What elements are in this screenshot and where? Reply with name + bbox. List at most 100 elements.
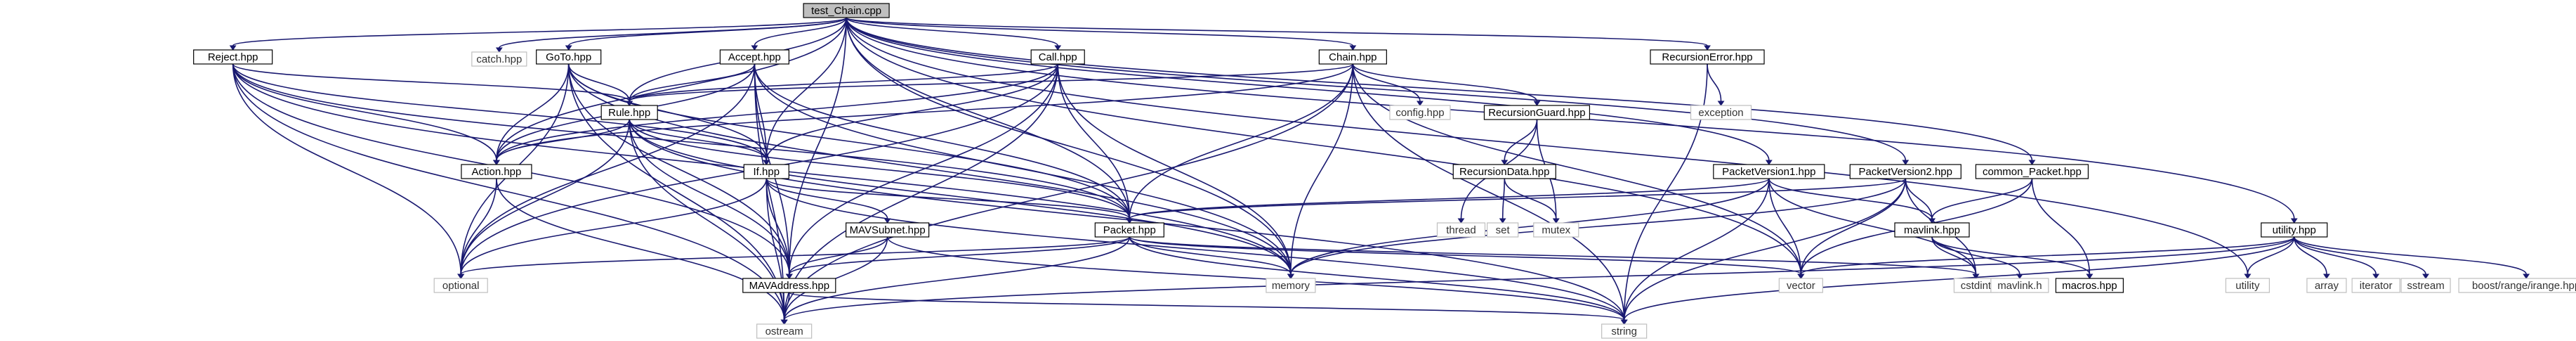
- arrowhead-test_chain-to-utility_hpp: [2290, 218, 2298, 224]
- edge-reject-to-ostream: [232, 63, 785, 321]
- node-recursiondata[interactable]: RecursionData.hpp: [1452, 164, 1556, 179]
- node-box: [1030, 49, 1085, 65]
- edge-mavaddress-to-ostream: [783, 292, 790, 321]
- node-label: RecursionGuard.hpp: [1488, 107, 1585, 119]
- node-mavlink-hpp[interactable]: mavlink.hpp: [1894, 222, 1970, 238]
- node-macros[interactable]: macros.hpp: [2055, 278, 2124, 293]
- node-label: string: [1611, 326, 1637, 337]
- node-ostream: ostream: [756, 323, 813, 339]
- node-box: [1650, 49, 1765, 65]
- node-label: mavlink.h: [1997, 280, 2042, 292]
- node-packetversion2[interactable]: PacketVersion2.hpp: [1849, 164, 1961, 179]
- node-test-chain[interactable]: test_Chain.cpp: [803, 3, 890, 18]
- edge-test_chain-to-mavaddress: [789, 17, 847, 275]
- edge-if-to-string: [765, 178, 1625, 321]
- edge-utility_hpp-to-vector: [1800, 236, 2295, 275]
- arrowhead-test_chain-to-reject: [229, 45, 237, 51]
- node-mavsubnet[interactable]: MAVSubnet.hpp: [846, 222, 930, 238]
- node-label: common_Packet.hpp: [1983, 166, 2082, 178]
- arrowhead-mavlink_hpp-to-cstdint: [1972, 274, 1980, 279]
- node-rule[interactable]: Rule.hpp: [600, 105, 658, 120]
- edge-test_chain-to-common_packet: [846, 17, 2033, 161]
- arrowhead-test_chain-to-call: [1054, 45, 1062, 51]
- edge-rule-to-string: [629, 119, 1625, 321]
- edge-if-to-packet: [765, 178, 1131, 219]
- edge-goto-to-ostream: [567, 63, 785, 321]
- node-box: [2400, 278, 2451, 293]
- node-utility-hpp[interactable]: utility.hpp: [2261, 222, 2328, 238]
- node-label: utility: [2235, 280, 2260, 292]
- edge-packetversion2-to-packet: [1129, 178, 1907, 219]
- edge-reject-to-rule: [232, 63, 630, 102]
- arrowhead-test_chain-to-packetversion2: [1902, 160, 1910, 165]
- node-action[interactable]: Action.hpp: [461, 164, 532, 179]
- arrowhead-test_chain-to-common_packet: [2028, 160, 2036, 165]
- node-recursionerror[interactable]: RecursionError.hpp: [1650, 49, 1765, 65]
- node-label: PacketVersion2.hpp: [1859, 166, 1952, 178]
- node-array: array: [2306, 278, 2347, 293]
- edge-packetversion1-to-vector: [1768, 178, 1802, 275]
- node-mutex: mutex: [1533, 222, 1579, 238]
- node-label: If.hpp: [754, 166, 780, 178]
- node-chain[interactable]: Chain.hpp: [1318, 49, 1387, 65]
- node-label: Packet.hpp: [1103, 224, 1156, 236]
- node-label: thread: [1446, 224, 1476, 236]
- arrowhead-test_chain-to-chain: [1349, 45, 1357, 51]
- node-box: [193, 49, 273, 65]
- edge-rule-to-optional: [460, 119, 630, 275]
- edge-packet-to-memory: [1129, 236, 1292, 275]
- node-packet[interactable]: Packet.hpp: [1094, 222, 1164, 238]
- node-exception: exception: [1690, 105, 1752, 120]
- node-box: [2458, 278, 2576, 293]
- edge-mavlink_hpp-to-mavlink_h: [1931, 236, 2020, 275]
- node-accept[interactable]: Accept.hpp: [719, 49, 789, 65]
- node-common-packet[interactable]: common_Packet.hpp: [1975, 164, 2089, 179]
- node-if[interactable]: If.hpp: [743, 164, 789, 179]
- node-set: set: [1487, 222, 1519, 238]
- node-call[interactable]: Call.hpp: [1030, 49, 1085, 65]
- node-mavlink-h: mavlink.h: [1990, 278, 2049, 293]
- node-packetversion1[interactable]: PacketVersion1.hpp: [1713, 164, 1825, 179]
- edge-packetversion1-to-packet: [1129, 178, 1770, 219]
- node-box: [1975, 164, 2089, 179]
- edge-packet-to-ostream: [783, 236, 1131, 321]
- arrowhead-packetversion2-to-packet: [1126, 218, 1133, 224]
- node-recursionguard[interactable]: RecursionGuard.hpp: [1483, 105, 1591, 120]
- edge-rule-to-mavaddress: [629, 119, 790, 275]
- node-label: RecursionData.hpp: [1459, 166, 1549, 178]
- edge-if-to-mavsubnet: [765, 178, 888, 219]
- node-goto[interactable]: GoTo.hpp: [536, 49, 602, 65]
- node-label: mutex: [1542, 224, 1570, 236]
- node-mavaddress[interactable]: MAVAddress.hpp: [742, 278, 836, 293]
- node-box: [2261, 222, 2328, 238]
- node-box: [433, 278, 488, 293]
- node-box: [461, 164, 532, 179]
- node-box: [1533, 222, 1579, 238]
- edge-test_chain-to-recursionerror: [846, 17, 1708, 46]
- edge-goto-to-memory: [567, 63, 1292, 275]
- node-box: [1452, 164, 1556, 179]
- node-box: [471, 51, 527, 67]
- arrowhead-recursionguard-to-thread: [1457, 218, 1465, 224]
- arrowhead-utility_hpp-to-ostream: [780, 319, 788, 325]
- arrowhead-test_chain-to-packetversion1: [1765, 160, 1773, 165]
- node-box: [1318, 49, 1387, 65]
- node-label: Action.hpp: [471, 166, 521, 178]
- edge-packet-to-mavaddress: [789, 236, 1131, 275]
- node-box: [2225, 278, 2270, 293]
- arrowhead-common_packet-to-mavlink_hpp: [1928, 218, 1936, 224]
- node-label: iterator: [2360, 280, 2393, 292]
- edge-test_chain-to-action: [496, 17, 847, 161]
- node-box: [1266, 278, 1316, 293]
- node-box: [536, 49, 602, 65]
- edge-call-to-memory: [1057, 63, 1292, 275]
- node-reject[interactable]: Reject.hpp: [193, 49, 273, 65]
- node-label: array: [2315, 280, 2339, 292]
- node-boost-range: boost/range/irange.hpp: [2458, 278, 2576, 293]
- edge-chain-to-rule: [629, 63, 1354, 102]
- node-box: [2351, 278, 2400, 293]
- node-label: cstdint: [1961, 280, 1992, 292]
- node-optional: optional: [433, 278, 488, 293]
- node-string: string: [1601, 323, 1648, 339]
- edge-utility_hpp-to-utility: [2247, 236, 2295, 275]
